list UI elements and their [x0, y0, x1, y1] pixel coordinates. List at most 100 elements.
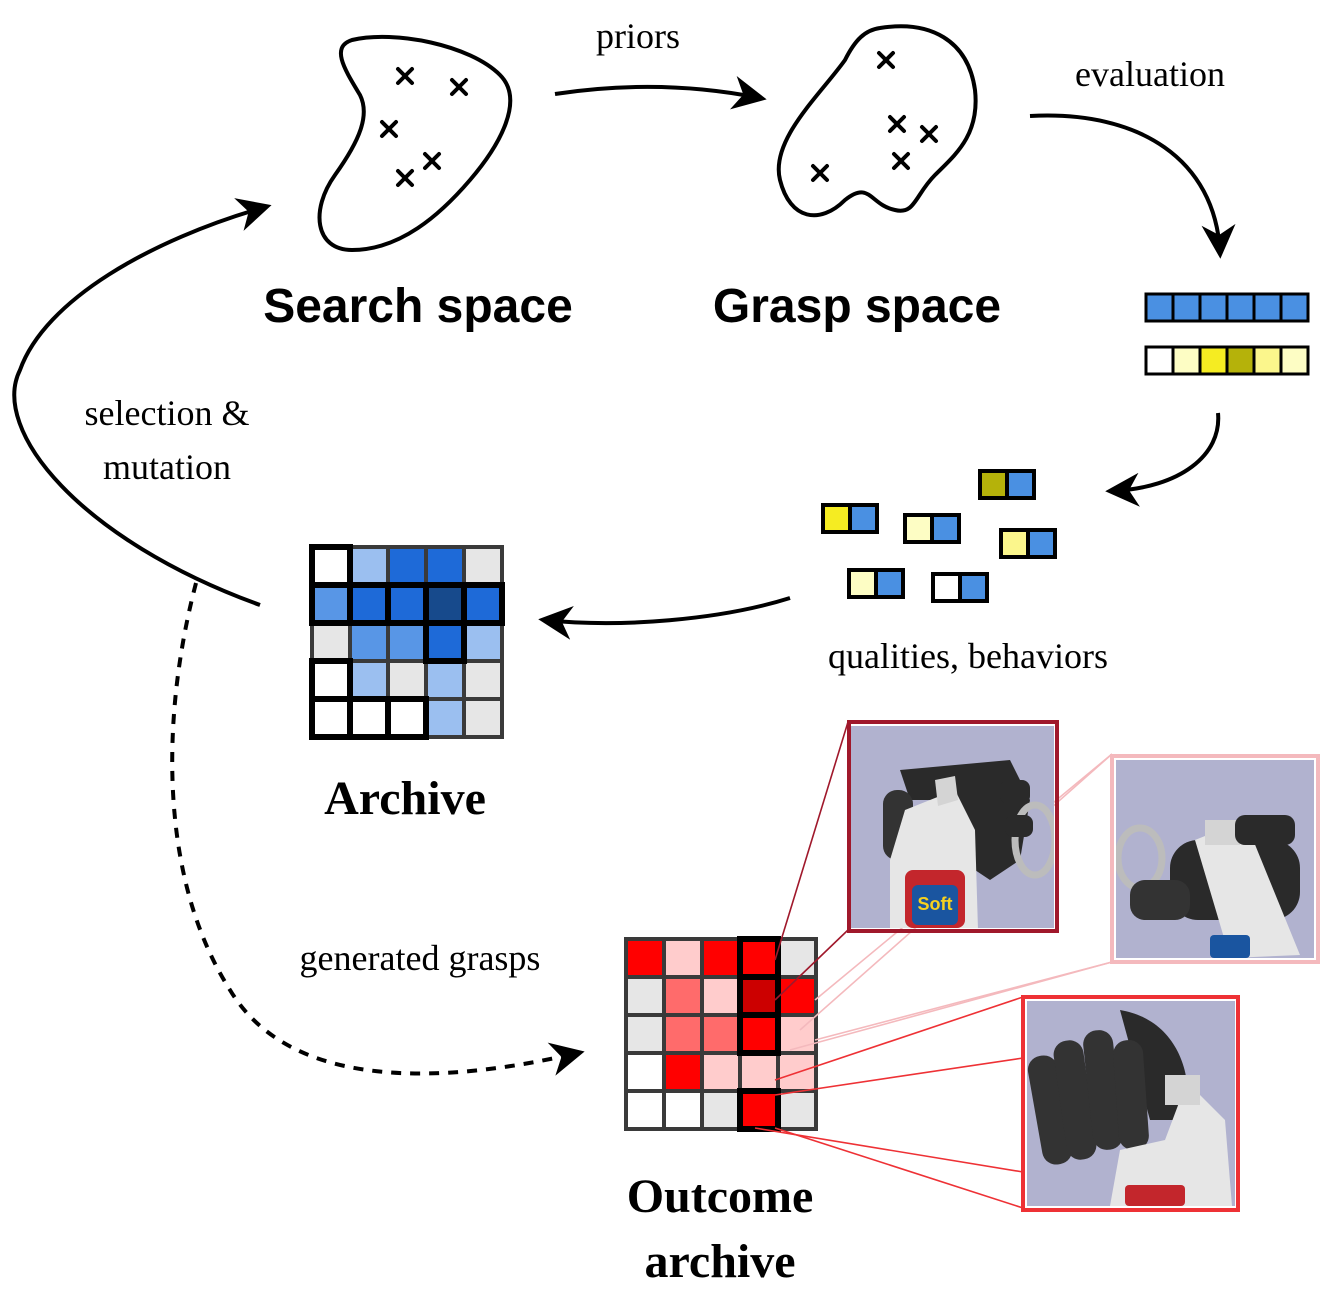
- behavior-cell: [1198, 292, 1229, 323]
- grid-cell: [662, 937, 704, 979]
- grid-cell: [386, 545, 428, 587]
- thumbnail-connectors: [754, 721, 1113, 1209]
- quality-cell: [1279, 345, 1310, 376]
- grid-cell: [624, 975, 666, 1017]
- grid-cell: [738, 1089, 780, 1131]
- pair-quality-cell: [847, 568, 878, 599]
- grid-cell: [700, 1013, 742, 1055]
- grasp-space-points: [811, 51, 938, 182]
- cross-icon: [396, 67, 414, 85]
- quality-cell: [1225, 345, 1256, 376]
- grid-cell: [348, 697, 390, 739]
- archive-title: Archive: [324, 772, 486, 825]
- grid-cell: [310, 583, 352, 625]
- grid-cell: [462, 583, 504, 625]
- grid-cell-highlight: [461, 582, 505, 626]
- grid-cell: [424, 545, 466, 587]
- grid-cell: [310, 697, 352, 739]
- grid-cell: [310, 621, 352, 663]
- quality-cell: [1252, 345, 1283, 376]
- grid-cell: [776, 1089, 818, 1131]
- split-arrow: [1105, 412, 1221, 507]
- search-space-blob: [317, 34, 513, 253]
- cross-icon: [423, 152, 441, 170]
- selection-label: selection &: [85, 393, 250, 433]
- cross-icon: [877, 51, 895, 69]
- grid-cell-highlight: [737, 1012, 781, 1056]
- search-space-title: Search space: [263, 280, 573, 333]
- quality-cell: [1171, 345, 1202, 376]
- grid-cell: [386, 621, 428, 663]
- pair-behavior-cell: [874, 568, 905, 599]
- grid-cell: [738, 975, 780, 1017]
- quality-cell: [1198, 345, 1229, 376]
- grid-cell: [348, 545, 390, 587]
- pair-quality-cell: [999, 528, 1030, 559]
- behavior-cell: [1225, 292, 1256, 323]
- grid-cell: [424, 621, 466, 663]
- pair-behavior-cell: [958, 572, 989, 603]
- grid-cell: [700, 1089, 742, 1131]
- pair-quality-cell: [903, 513, 934, 544]
- cross-icon: [396, 169, 414, 187]
- generated-grasps-label: generated grasps: [300, 938, 541, 978]
- behavior-cell: [1171, 292, 1202, 323]
- grasp-thumbnail-2: [1110, 754, 1320, 964]
- cross-icon: [920, 125, 938, 143]
- robot-hand-icon: Soft: [883, 760, 1054, 928]
- cross-icon: [892, 152, 910, 170]
- quality-behavior-pairs: [821, 469, 1057, 603]
- grasp-space-title: Grasp space: [713, 280, 1001, 333]
- selection-mutation-arrow: [12, 198, 272, 607]
- priors-label: priors: [596, 16, 680, 56]
- grid-cell: [700, 1051, 742, 1093]
- pair-quality-cell: [931, 572, 962, 603]
- grid-cell-highlight: [385, 696, 429, 740]
- cross-icon: [450, 78, 468, 96]
- cross-icon: [380, 120, 398, 138]
- bottle-label-text: Soft: [918, 894, 953, 914]
- grid-cell: [462, 659, 504, 701]
- grid-cell: [386, 659, 428, 701]
- generated-grasps-arrow: [170, 582, 585, 1076]
- grid-cell: [310, 545, 352, 587]
- outcome-archive-title-line2: archive: [644, 1235, 795, 1288]
- evaluation-label: evaluation: [1075, 54, 1225, 94]
- pair-behavior-cell: [1026, 528, 1057, 559]
- grid-cell: [624, 937, 666, 979]
- grasp-thumbnail-1: Soft: [847, 720, 1059, 933]
- search-space-points: [380, 67, 468, 187]
- grid-cell: [624, 1051, 666, 1093]
- grid-cell: [738, 1013, 780, 1055]
- outcome-archive-grid: [624, 936, 818, 1132]
- pair-behavior-cell: [930, 513, 961, 544]
- grid-cell: [738, 1051, 780, 1093]
- outcome-archive-title-line1: Outcome: [627, 1170, 814, 1223]
- pair-behavior-cell: [848, 503, 879, 534]
- quality-cell: [1144, 345, 1175, 376]
- grid-cell: [462, 545, 504, 587]
- grid-cell: [424, 659, 466, 701]
- grid-cell: [310, 659, 352, 701]
- behavior-cell: [1279, 292, 1310, 323]
- behavior-cell: [1252, 292, 1283, 323]
- evaluation-arrow: [1029, 113, 1236, 259]
- grid-cell: [700, 975, 742, 1017]
- grid-cell: [348, 659, 390, 701]
- mutation-label: mutation: [103, 447, 231, 487]
- cross-icon: [811, 164, 829, 182]
- cross-icon: [888, 115, 906, 133]
- grid-cell: [348, 583, 390, 625]
- grid-cell: [424, 583, 466, 625]
- archive-grid: [309, 544, 505, 740]
- grid-cell: [662, 1051, 704, 1093]
- grid-cell: [462, 621, 504, 663]
- pair-quality-cell: [978, 469, 1009, 500]
- grid-cell: [662, 1013, 704, 1055]
- grasp-space-blob: [776, 24, 978, 218]
- pair-quality-cell: [821, 503, 852, 534]
- evaluation-bars: [1144, 292, 1310, 376]
- archive-insert-arrow: [538, 596, 791, 640]
- grid-cell: [386, 583, 428, 625]
